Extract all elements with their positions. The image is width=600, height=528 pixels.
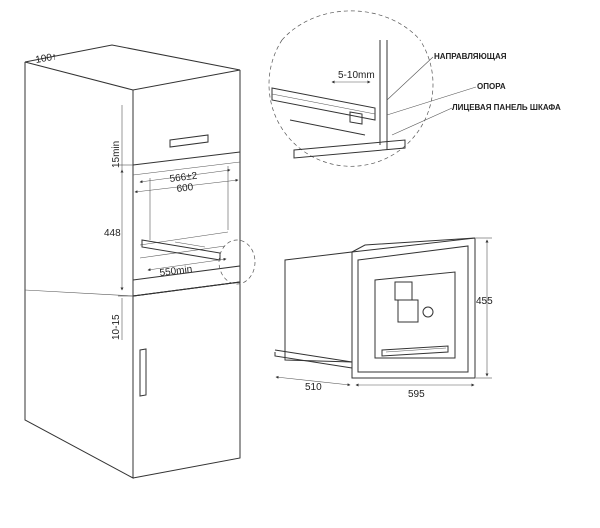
dim-bottom-gap: 10-15 — [111, 314, 122, 340]
label-support: ОПОРА — [477, 82, 506, 91]
dim-detail-gap: 5-10mm — [338, 70, 375, 81]
rail-detail — [268, 10, 477, 167]
dim-machine-width: 595 — [408, 389, 425, 400]
coffee-machine — [274, 237, 476, 379]
dim-machine-height: 455 — [476, 296, 493, 307]
dim-cabinet-width: 600 — [176, 182, 194, 195]
label-front-panel: ЛИЦЕВАЯ ПАНЕЛЬ ШКАФА — [452, 103, 561, 112]
dim-top-clearance: 100↑ — [35, 51, 58, 66]
dim-top-gap: 15min — [111, 141, 122, 168]
machine-dimension-lines — [275, 237, 492, 387]
cabinet-dimension-lines — [118, 105, 239, 340]
label-guide: НАПРАВЛЯЮЩАЯ — [434, 52, 507, 61]
dim-depth-min: 550min — [159, 264, 193, 279]
dim-niche-height: 448 — [104, 228, 121, 239]
cabinet — [24, 44, 256, 479]
dim-inner-width: 566±2 — [169, 171, 198, 185]
dim-machine-depth: 510 — [305, 382, 322, 393]
